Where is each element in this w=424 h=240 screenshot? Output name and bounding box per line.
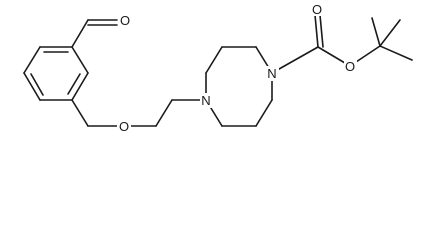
piperazine-ring xyxy=(205,46,273,127)
svg-text:N: N xyxy=(267,66,276,81)
chemical-structure: O O N N O O xyxy=(23,2,413,134)
svg-text:O: O xyxy=(312,2,322,17)
atom-ester-oxygen: O xyxy=(344,59,357,74)
benzene-ring xyxy=(23,46,89,101)
atom-right-nitrogen: N xyxy=(266,66,279,81)
svg-text:O: O xyxy=(119,119,129,134)
atom-ether-oxygen: O xyxy=(117,119,131,134)
svg-text:N: N xyxy=(201,93,210,108)
aldehyde-group xyxy=(71,19,118,48)
svg-text:O: O xyxy=(120,13,130,28)
atom-carbonyl-oxygen: O xyxy=(311,2,324,17)
ethoxy-linker xyxy=(71,99,207,127)
atom-left-nitrogen: N xyxy=(200,93,213,108)
atom-aldehyde-oxygen: O xyxy=(119,13,131,28)
svg-text:O: O xyxy=(345,59,355,74)
boc-group xyxy=(271,14,413,74)
